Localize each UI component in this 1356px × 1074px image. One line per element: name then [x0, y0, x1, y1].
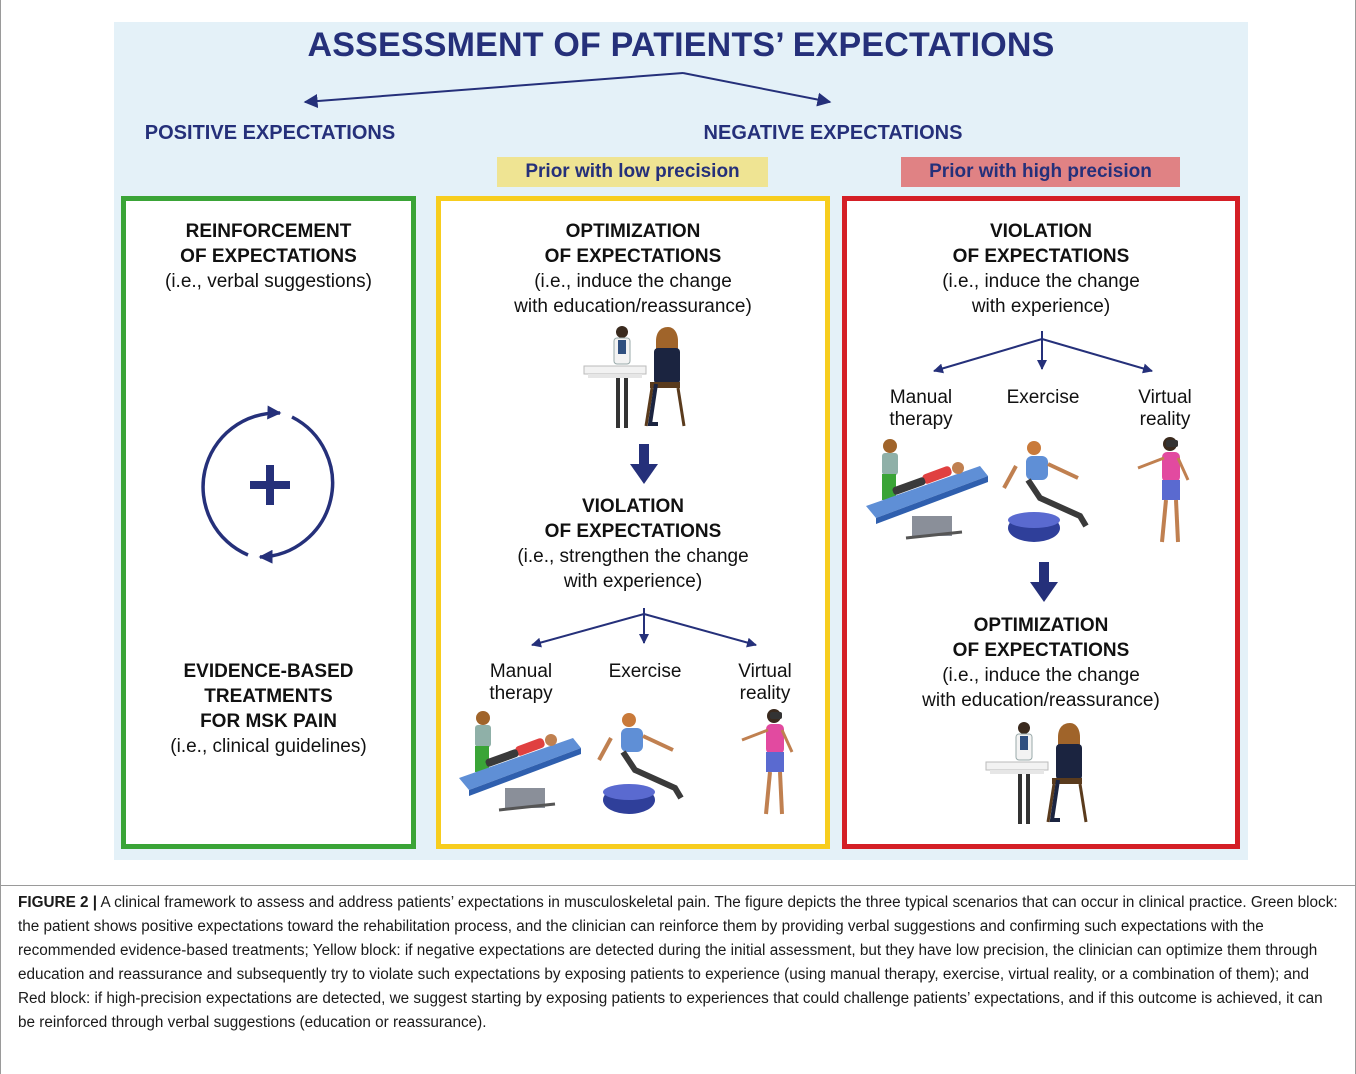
yellow-branch-arrows — [531, 608, 757, 648]
consultation-illustration — [583, 326, 686, 428]
yellow-heading-line1: OPTIMIZATION — [565, 221, 701, 242]
caption-body: A clinical framework to assess and addre… — [18, 894, 1338, 1031]
red-heading-line4: OF EXPECTATIONS — [952, 640, 1130, 661]
prior-high-precision-badge: Prior with high precision — [901, 157, 1180, 187]
caption-paragraph: FIGURE 2 | A clinical framework to asses… — [18, 891, 1340, 1035]
yellow-subtext-line3: (i.e., strengthen the change — [517, 546, 749, 567]
red-subtext-line1: (i.e., induce the change — [942, 271, 1140, 292]
positive-expectations-label: POSITIVE EXPECTATIONS — [144, 122, 396, 144]
red-heading-line2: OF EXPECTATIONS — [952, 246, 1130, 267]
red-subtext-line2: with experience) — [971, 296, 1111, 317]
red-option-manual-line2: therapy — [889, 409, 953, 430]
yellow-heading-line4: OF EXPECTATIONS — [544, 521, 722, 542]
split-arrows — [303, 72, 832, 109]
green-heading-line2: OF EXPECTATIONS — [180, 246, 357, 267]
yellow-option-manual-line2: therapy — [489, 683, 553, 704]
arrow-to-negative — [682, 72, 832, 107]
negative-expectations-label: NEGATIVE EXPECTATIONS — [703, 122, 963, 144]
red-option-manual-line1: Manual — [889, 387, 953, 408]
manual-therapy-illustration — [459, 711, 581, 812]
red-virtual-reality-illustration — [1137, 437, 1190, 543]
yellow-option-exercise: Exercise — [608, 661, 682, 682]
red-heading-line1: VIOLATION — [989, 221, 1093, 242]
yellow-option-manual-line1: Manual — [489, 661, 553, 682]
red-option-virtual-line1: Virtual — [1138, 387, 1192, 408]
red-exercise-illustration — [1002, 441, 1089, 542]
yellow-option-virtual-line2: reality — [739, 683, 791, 704]
yellow-subtext-line2: with education/reassurance) — [514, 296, 752, 317]
red-subtext-line3: (i.e., induce the change — [942, 665, 1140, 686]
yellow-option-virtual-line1: Virtual — [738, 661, 792, 682]
green-subtext: (i.e., verbal suggestions) — [165, 271, 372, 292]
yellow-heading-line2: OF EXPECTATIONS — [544, 246, 722, 267]
green-block — [121, 196, 416, 849]
green-heading-line1: REINFORCEMENT — [185, 221, 352, 242]
arrow-to-positive — [303, 72, 684, 109]
yellow-subtext-line4: with experience) — [563, 571, 703, 592]
red-subtext-line4: with education/reassurance) — [922, 690, 1160, 711]
caption-label: FIGURE 2 | — [18, 894, 98, 911]
green-bottom-heading-line1: EVIDENCE-BASED — [183, 661, 354, 682]
green-bottom-heading-line2: TREATMENTS — [204, 686, 333, 707]
exercise-illustration — [597, 713, 684, 814]
green-bottom-subtext: (i.e., clinical guidelines) — [170, 736, 367, 757]
virtual-reality-illustration — [741, 709, 794, 815]
yellow-heading-line3: VIOLATION — [581, 496, 685, 517]
reinforcement-cycle-plus-icon — [201, 405, 335, 564]
red-heading-line3: OPTIMIZATION — [973, 615, 1109, 636]
red-option-virtual-line2: reality — [1139, 409, 1191, 430]
red-consultation-illustration — [985, 722, 1088, 824]
green-bottom-heading-line3: FOR MSK PAIN — [200, 711, 337, 732]
yellow-subtext-line1: (i.e., induce the change — [534, 271, 732, 292]
red-option-exercise: Exercise — [1006, 387, 1080, 408]
yellow-down-arrow — [630, 444, 658, 484]
diagram-title: ASSESSMENT OF PATIENTS’ EXPECTATIONS — [307, 26, 1055, 64]
red-manual-therapy-illustration — [866, 439, 988, 540]
red-branch-arrows — [933, 331, 1153, 374]
figure-caption: FIGURE 2 | A clinical framework to asses… — [0, 885, 1356, 1074]
red-down-arrow — [1030, 562, 1058, 602]
prior-low-precision-badge: Prior with low precision — [497, 157, 768, 187]
